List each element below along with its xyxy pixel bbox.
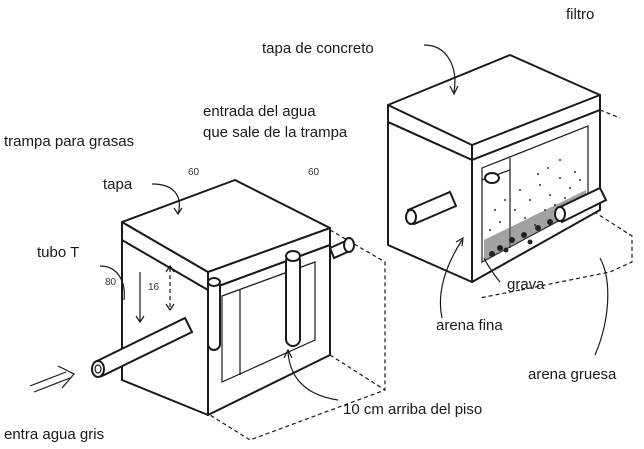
dimension-width-b: 60	[308, 167, 320, 178]
label-10cm-arriba-del-piso: 10 cm arriba del piso	[343, 401, 483, 418]
dimension-width-a: 60	[188, 167, 200, 178]
inflow-arrow	[29, 365, 75, 393]
label-entrada-line1: entrada del agua	[203, 103, 316, 120]
filter	[387, 54, 633, 299]
label-entrada-line2: que sale de la trampa	[203, 124, 348, 141]
label-tapa: tapa	[103, 176, 133, 193]
label-tubo-t: tubo T	[37, 244, 80, 261]
sand-layer	[489, 159, 581, 231]
label-trampa-para-grasas: trampa para grasas	[4, 133, 135, 150]
grease-trap	[91, 179, 386, 441]
dimension-height: 80	[105, 277, 117, 288]
label-grava: grava	[507, 276, 545, 293]
label-arena-gruesa: arena gruesa	[528, 366, 617, 383]
label-entra-agua-gris: entra agua gris	[4, 426, 105, 443]
dimension-pipe-height: 16	[148, 282, 160, 293]
label-arena-fina: arena fina	[436, 317, 503, 334]
trap-front-face	[207, 244, 331, 416]
label-tapa-de-concreto: tapa de concreto	[262, 40, 374, 57]
label-filtro: filtro	[566, 6, 595, 23]
leader-tapa	[151, 183, 180, 215]
